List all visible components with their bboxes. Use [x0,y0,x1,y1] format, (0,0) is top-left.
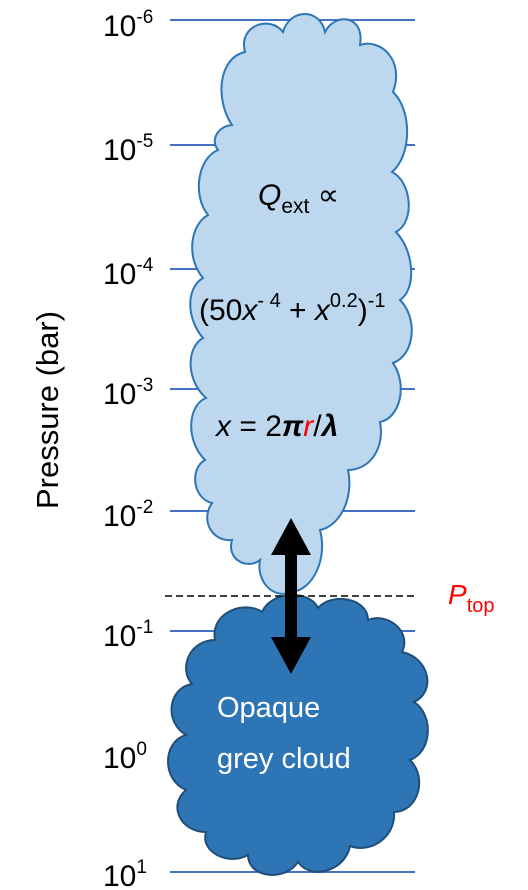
lower-cloud [167,594,429,876]
tick-label-1e-1: 10-1 [103,617,153,653]
y-axis-label: Pressure (bar) [30,311,65,509]
tick-label-1e-5: 10-5 [103,131,153,167]
upper-cloud [189,13,413,595]
size-parameter-formula: x = 2πr/λ [214,410,338,443]
opaque-cloud-label-line1: Opaque [217,692,320,724]
tick-label-1e-6: 10-6 [103,7,153,43]
extinction-formula: (50x- 4 + x0.2)-1 [199,290,386,327]
tick-labels: 10-6 10-5 10-4 10-3 10-2 10-1 100 101 [103,7,154,890]
p-top-label: Ptop [448,579,495,617]
q-ext-formula: Qext ∝ [258,179,339,218]
opaque-cloud-label-line2: grey cloud [217,743,351,775]
tick-label-1e-2: 10-2 [103,497,153,533]
tick-label-1e0: 100 [103,739,147,775]
double-arrow-icon [271,518,311,674]
tick-label-1e-3: 10-3 [103,375,153,411]
tick-label-1e1: 101 [103,857,147,890]
tick-label-1e-4: 10-4 [103,255,154,291]
